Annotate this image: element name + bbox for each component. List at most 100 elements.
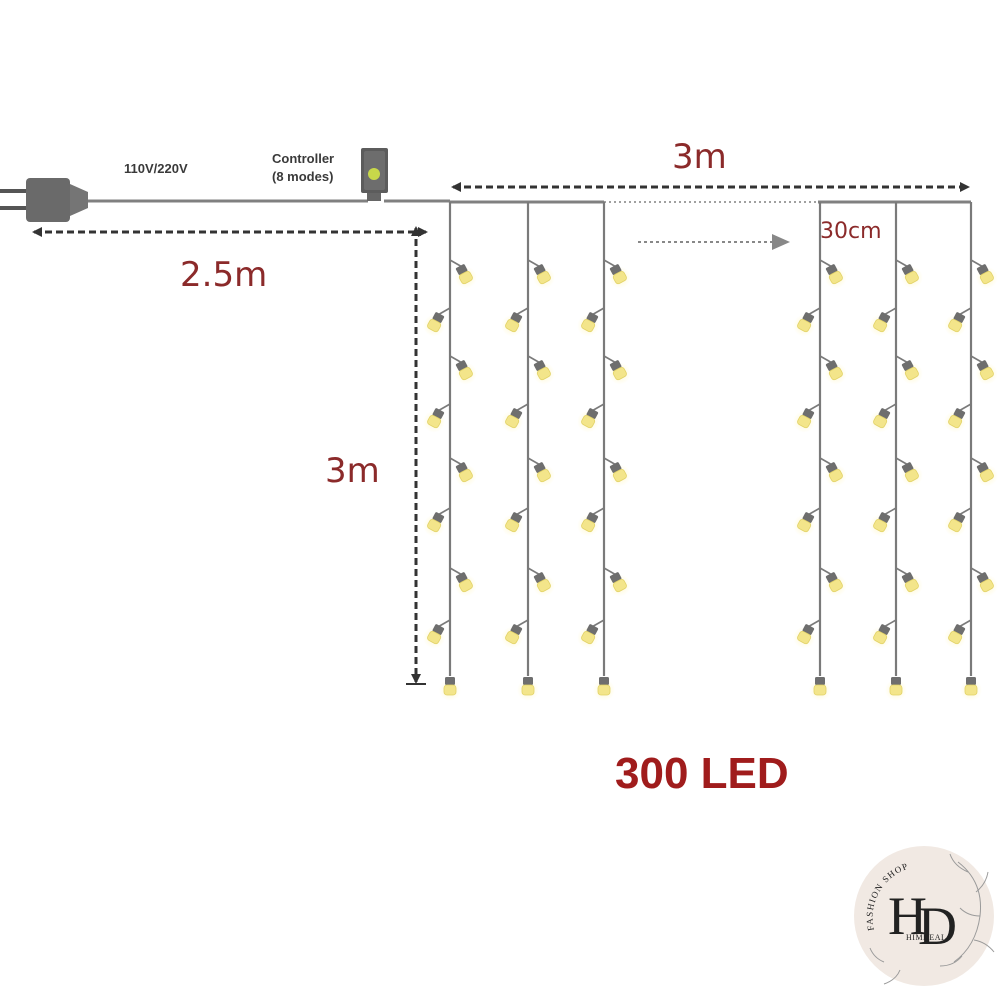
led-bulb [443,684,457,696]
led [532,360,555,385]
led-bulb [873,318,888,333]
led-bulb [458,578,473,593]
led-bulb [505,318,520,333]
drop-length-label: 3m [325,451,380,491]
led [975,264,998,289]
led [793,312,816,337]
led [577,624,600,649]
controller-label: Controller [272,151,334,166]
led [423,624,446,649]
led [793,512,816,537]
led-bulb [612,468,627,483]
led-bulb [597,684,611,696]
led [501,624,524,649]
led-bulb [536,468,551,483]
floral-ornament [869,853,995,985]
led [944,408,967,433]
led-bulb [828,366,843,381]
led-bulb [427,518,442,533]
led [454,462,477,487]
led-drop [793,202,847,701]
led-bulb [904,578,919,593]
led [793,624,816,649]
led [944,624,967,649]
controller-modes-label: (8 modes) [272,169,333,184]
width-label: 3m [672,137,727,177]
led [501,312,524,337]
led-bulb [828,270,843,285]
led-socket [523,677,533,685]
led-bulb [521,684,535,696]
lead-length-label: 2.5m [180,255,267,295]
led-drop [577,202,631,701]
led-bulb [427,318,442,333]
led-bulb [797,630,812,645]
led-bulb [813,684,827,696]
led [577,408,600,433]
led-bulb [612,578,627,593]
plug-prong-bottom [0,206,28,210]
led [824,572,847,597]
controller-box [361,148,388,201]
led [793,408,816,433]
led [824,264,847,289]
led-bulb [904,270,919,285]
led [501,408,524,433]
led [975,462,998,487]
led-bulb [612,270,627,285]
led-drop [423,202,477,701]
led-socket [891,677,901,685]
logo-brand-text: HIMDEAL [906,933,946,942]
led [944,312,967,337]
plug-neck [70,184,88,216]
led-bulb [797,318,812,333]
led [423,408,446,433]
led-bulb [948,318,963,333]
led-drops [423,202,998,701]
led-bulb [536,270,551,285]
led-bulb [797,518,812,533]
led [869,512,892,537]
plug-prong-top [0,189,28,193]
led [454,264,477,289]
led [900,462,923,487]
led [900,572,923,597]
controller-button [368,168,380,180]
led-bottom [517,677,539,701]
led-bulb [979,468,994,483]
led-bottom [885,677,907,701]
led-bottom [593,677,615,701]
power-plug [0,178,88,222]
led [900,360,923,385]
led [454,360,477,385]
led-bulb [505,414,520,429]
led-bulb [536,366,551,381]
led [608,360,631,385]
led-bulb [581,318,596,333]
led-bottom [809,677,831,701]
led [824,360,847,385]
led-bulb [873,518,888,533]
led [869,312,892,337]
led-bulb [889,684,903,696]
led-socket [445,677,455,685]
led-bulb [581,518,596,533]
led [454,572,477,597]
led-bulb [979,578,994,593]
led-bulb [505,518,520,533]
led-bulb [458,270,473,285]
led-socket [599,677,609,685]
led [608,462,631,487]
logo-initial-h: H [888,886,927,946]
voltage-label: 110V/220V [124,161,188,176]
led-bulb [458,366,473,381]
led [608,572,631,597]
plug-body [26,178,70,222]
led [900,264,923,289]
led-socket [815,677,825,685]
led-bulb [873,630,888,645]
led-bulb [427,630,442,645]
led [532,264,555,289]
led-count-label: 300 LED [615,749,789,798]
led [608,264,631,289]
